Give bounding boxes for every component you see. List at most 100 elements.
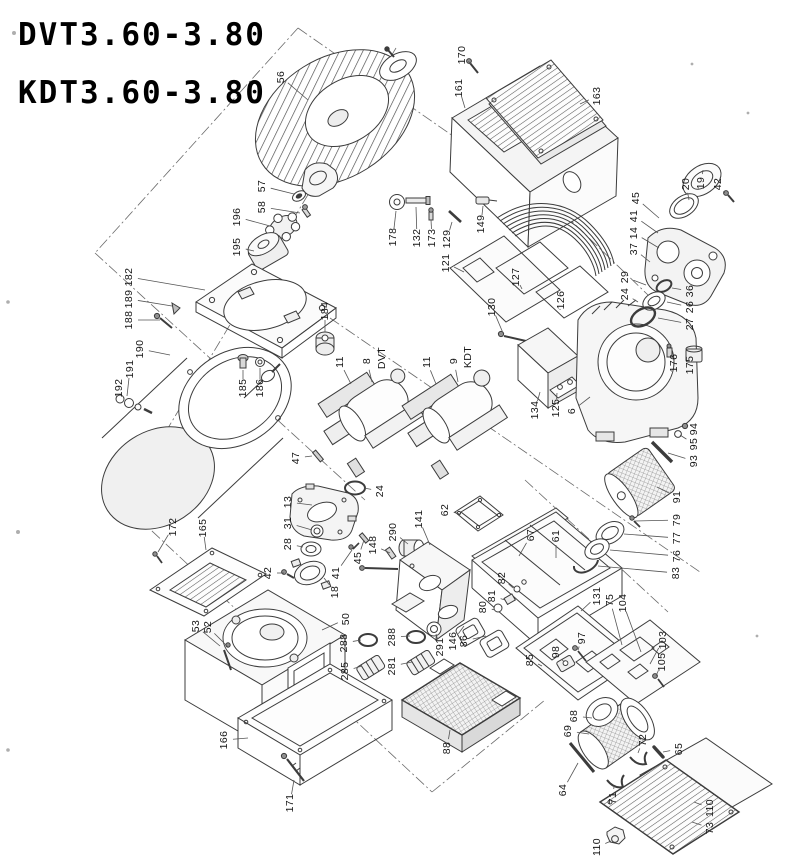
leader-line [430, 219, 432, 230]
part-label-192: 192 [113, 378, 125, 398]
leader-line [519, 284, 523, 290]
part-label-31: 31 [282, 516, 294, 530]
part-label-37: 37 [628, 242, 640, 256]
part-label-189: 189 [123, 289, 135, 309]
part-label-149: 149 [475, 214, 487, 234]
leader-line [637, 748, 641, 754]
leader-line [400, 661, 413, 665]
hose-fittings [356, 592, 442, 681]
fan-flange [379, 46, 417, 81]
end-cover [281, 480, 370, 590]
leader-line [415, 206, 418, 230]
part-label-82: 82 [496, 571, 508, 585]
part-label-80: 80 [477, 600, 489, 614]
leader-line [296, 545, 304, 548]
end-head [644, 162, 735, 306]
part-label-121: 121 [440, 253, 452, 273]
leader-line [723, 190, 726, 194]
leader-line [455, 369, 459, 383]
leader-line [656, 486, 670, 494]
part-label-196: 196 [231, 207, 243, 227]
leader-line [518, 542, 527, 557]
part-label-6: 6 [566, 407, 578, 415]
part-label-285: 285 [339, 661, 351, 681]
leader-line [666, 301, 682, 306]
leader-line [641, 237, 660, 249]
filter-block [400, 658, 522, 753]
leader-line [291, 779, 295, 795]
leader-line [245, 218, 271, 227]
part-label-8: 8 [361, 357, 373, 365]
part-label-175: 175 [684, 355, 696, 375]
ribbed-cover [485, 59, 607, 165]
part-label-13: 13 [282, 495, 294, 509]
leader-line [400, 635, 411, 637]
leader-line [393, 210, 397, 229]
bottom-cover [598, 737, 773, 855]
leader-line [296, 502, 313, 506]
leader-line [640, 254, 651, 263]
part-label-29: 29 [619, 270, 631, 284]
leader-line [323, 577, 330, 586]
leader-line [576, 731, 590, 735]
part-label-85: 85 [524, 653, 536, 667]
model-titles: DVT3.60-3.80 KDT3.60-3.80 [18, 6, 266, 122]
part-label-188: 188 [123, 310, 135, 330]
leader-line [380, 548, 391, 554]
leader-line [580, 601, 591, 612]
leader-line [537, 391, 541, 402]
leader-line [453, 511, 461, 515]
part-label-281: 281 [386, 656, 398, 676]
leader-line [691, 821, 702, 826]
part-label-41: 41 [628, 209, 640, 223]
leader-line [641, 220, 659, 234]
leader-line [537, 663, 543, 667]
leader-line [461, 96, 466, 109]
part-label-9: 9 [448, 357, 460, 365]
leader-line [693, 801, 702, 806]
part-label-127: 127 [510, 267, 522, 287]
part-label-165: 165 [197, 518, 209, 538]
part-label-172: 172 [167, 517, 179, 537]
part-label-56: 56 [275, 70, 287, 84]
leader-line [609, 549, 669, 556]
leader-line [137, 300, 173, 307]
rotor-pin [311, 449, 325, 463]
part-label-77: 77 [671, 531, 683, 545]
leader-line [430, 370, 437, 385]
part-label-41: 41 [330, 566, 342, 580]
leader-line [422, 527, 431, 546]
leader-line [642, 203, 660, 219]
part-label-129: 129 [441, 229, 453, 249]
part-label-182: 182 [123, 267, 135, 287]
part-label-52: 52 [202, 620, 214, 634]
part-label-141: 141 [413, 509, 425, 529]
valve-frame [471, 507, 623, 647]
part-label-65: 65 [673, 742, 685, 756]
part-label-97: 97 [576, 631, 588, 645]
part-label-14: 14 [628, 226, 640, 240]
part-label-176: 176 [668, 353, 680, 373]
part-label-83: 83 [670, 566, 682, 580]
leader-line [649, 647, 660, 665]
leader-line [449, 221, 453, 231]
fitting-row [389, 194, 498, 223]
leader-line [578, 396, 591, 406]
leader-line [304, 455, 313, 458]
motor-hardware [115, 331, 335, 415]
leader-line [605, 840, 612, 844]
part-label-47: 47 [290, 451, 302, 465]
part-label-24: 24 [619, 287, 631, 301]
part-label-28: 28 [282, 537, 294, 551]
leader-line [245, 248, 255, 252]
model-title-line2: KDT3.60-3.80 [18, 75, 266, 111]
flange-screws [153, 301, 181, 329]
part-label-291: 291 [434, 637, 446, 657]
part-label-184: 184 [319, 301, 331, 321]
valve-plates [515, 605, 701, 705]
part-label-57: 57 [256, 179, 268, 193]
rotor-dvt [317, 368, 425, 478]
leader-line [270, 208, 301, 214]
part-label-19: 19 [695, 176, 707, 190]
